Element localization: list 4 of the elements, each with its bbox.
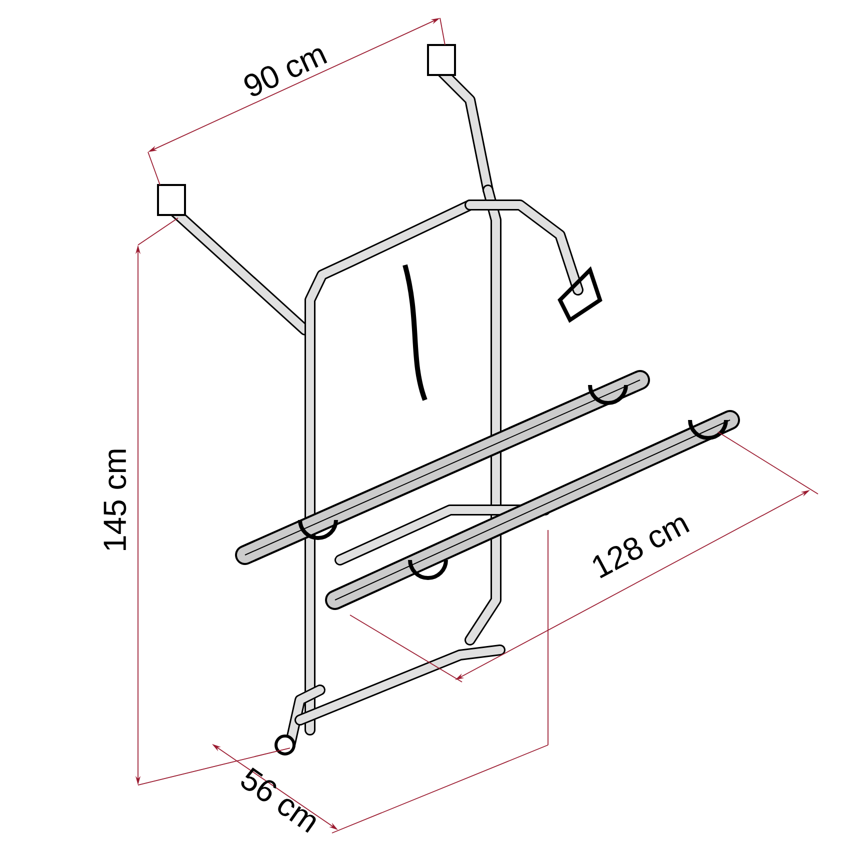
- dimension-label: 56 cm: [241, 768, 316, 833]
- dimension-label: 90 cm: [244, 48, 328, 96]
- dimension-label: 128 cm: [592, 517, 690, 578]
- dimension-label: 145 cm: [104, 450, 126, 550]
